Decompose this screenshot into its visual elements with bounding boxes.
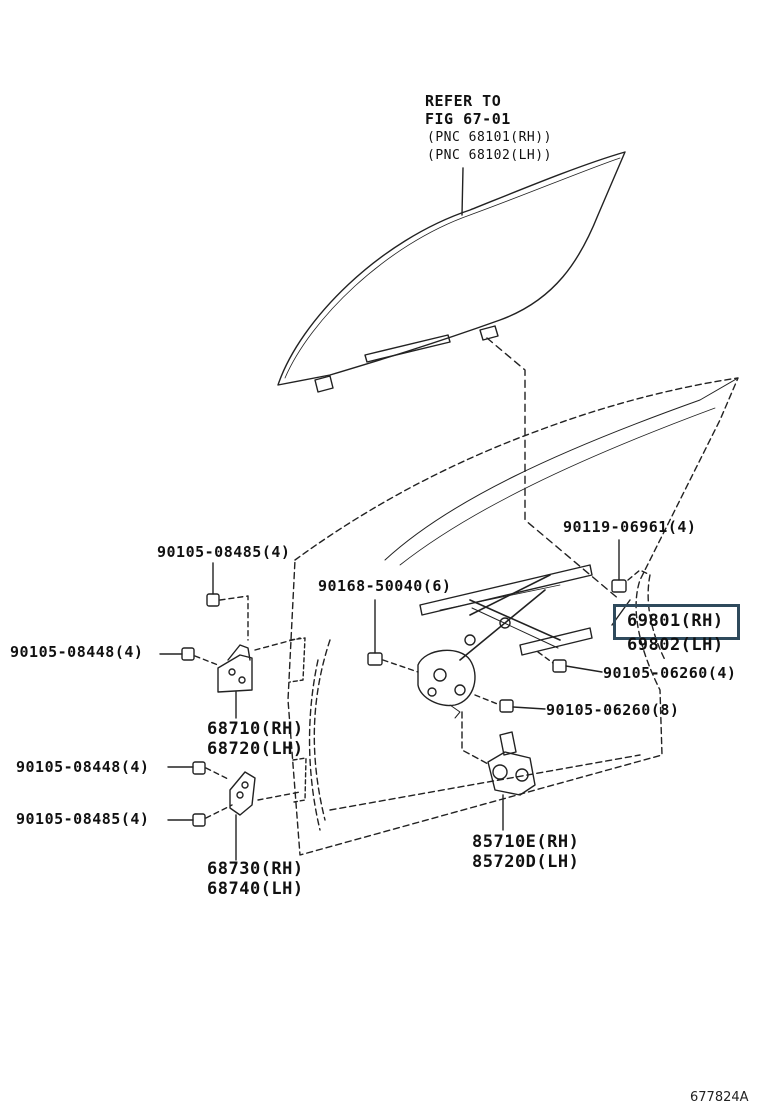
part-label-90105-08485-top: 90105-08485(4)	[157, 543, 291, 561]
part-label-90119: 90119-06961(4)	[563, 518, 697, 536]
part-label-90105-08448-top: 90105-08448(4)	[10, 643, 144, 661]
part-label-68710-rh: 68710(RH)	[207, 719, 304, 739]
part-label-68720-lh: 68720(LH)	[207, 739, 304, 759]
part-label-90105-08485-bottom: 90105-08485(4)	[16, 810, 150, 828]
door-glass	[277, 151, 626, 386]
part-label-90168: 90168-50040(6)	[318, 577, 452, 595]
refer-to-label: REFER TO	[425, 92, 502, 110]
window-regulator	[417, 564, 593, 719]
refer-pnc-lh-label: (PNC 68102(LH))	[427, 148, 552, 163]
part-label-90105-08448-bottom: 90105-08448(4)	[16, 758, 150, 776]
part-label-90105-06260-8: 90105-06260(8)	[546, 701, 680, 719]
lower-hinge	[229, 771, 256, 861]
part-label-69801-rh[interactable]: 69801(RH)	[627, 611, 724, 631]
part-label-85710e-rh: 85710E(RH)	[472, 832, 580, 852]
part-label-85720d-lh: 85720D(LH)	[472, 852, 580, 872]
part-label-90105-06260-4: 90105-06260(4)	[603, 664, 737, 682]
part-label-68740-lh: 68740(LH)	[207, 879, 304, 899]
part-label-69802-lh: 69802(LH)	[627, 635, 724, 655]
refer-fig-label: FIG 67-01	[425, 110, 511, 128]
refer-pnc-rh-label: (PNC 68101(RH))	[427, 130, 552, 145]
highlight-box	[613, 604, 740, 640]
figure-id: 677824A	[690, 1090, 749, 1105]
upper-hinge	[217, 644, 253, 719]
bolt-90168	[367, 599, 383, 666]
part-label-68730-rh: 68730(RH)	[207, 859, 304, 879]
window-motor	[487, 731, 536, 831]
bolt-90119	[611, 539, 627, 593]
